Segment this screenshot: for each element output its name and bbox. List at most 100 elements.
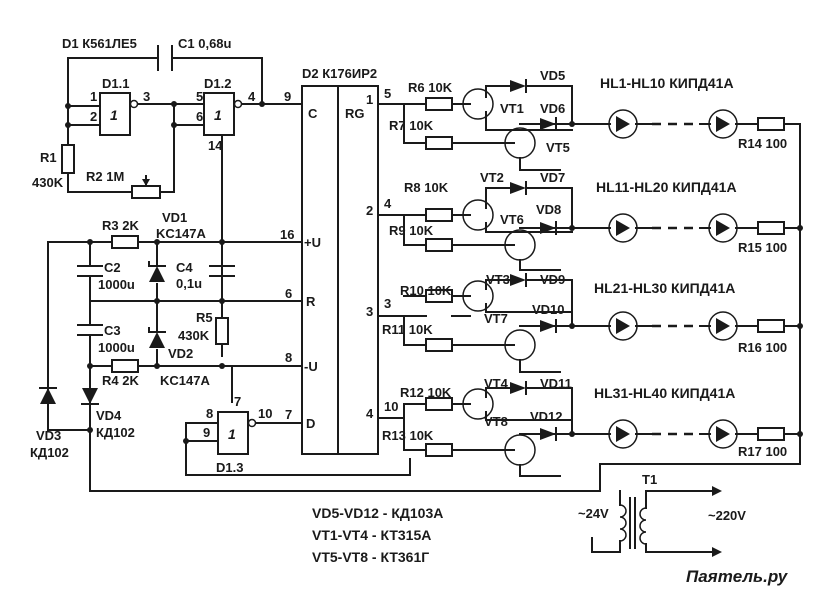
note-diodes: VD5-VD12 - КД103А (312, 505, 443, 521)
t1-primary-coil (639, 507, 647, 545)
junction (259, 101, 265, 107)
c1-wire (67, 57, 263, 105)
zener-vd1-bar (148, 261, 166, 267)
label-vd2-type: KC147A (160, 373, 210, 388)
led-hl20 (708, 213, 738, 243)
label-c3-value: 1000u (98, 340, 135, 355)
pin-9: 9 (284, 89, 291, 104)
register-rg: RG (345, 106, 365, 121)
label-220v: ~220V (708, 508, 746, 523)
label-ch1-rb: R7 10K (389, 118, 434, 133)
resistor-ra (425, 208, 453, 222)
zener-vd2-bar (148, 327, 166, 333)
d1-3-inverter-bubble (247, 418, 257, 428)
junction (219, 239, 225, 245)
resistor-r16 (757, 319, 785, 333)
capacitors-c2-c3 (77, 265, 103, 336)
r1-wires (67, 124, 133, 193)
led-hl1 (608, 109, 638, 139)
label-hl-group-1: HL1-HL10 КИПД41А (600, 75, 734, 91)
label-ch2-vtb: VT6 (500, 212, 524, 227)
led-hl21-arrow (616, 318, 630, 334)
pin-7: 7 (285, 407, 292, 422)
transformer-t1 (591, 463, 722, 557)
t1-core (629, 497, 636, 549)
pin-10: 10 (258, 406, 272, 421)
vtb-collector (519, 464, 561, 477)
gate-d1-3-symbol: 1 (228, 426, 236, 442)
gate-d1-1 (99, 92, 131, 136)
label-ch1-vtb: VT5 (546, 140, 570, 155)
label-ch4-vta: VT4 (484, 376, 509, 391)
led-hl31 (608, 419, 638, 449)
label-vd4-type: КД102 (96, 425, 135, 440)
register-outputs (377, 103, 405, 419)
pin-1: 1 (90, 89, 97, 104)
transistor-vta (462, 280, 494, 312)
diode-vda-wire (525, 79, 573, 93)
capacitor-c4 (209, 265, 235, 277)
d1-3-input-wire (185, 422, 411, 476)
label-c2-value: 1000u (98, 277, 135, 292)
label-ch3-vtb: VT7 (484, 311, 508, 326)
label-ch2-ra: R8 10K (404, 180, 449, 195)
label-ch3-vdb: VD10 (532, 302, 565, 317)
label-ch4-rl: R17 100 (738, 444, 787, 459)
label-d1-2: D1.2 (204, 76, 231, 91)
label-vd3: VD3 (36, 428, 61, 443)
label-ch1-vdb: VD6 (540, 101, 565, 116)
junction (797, 323, 803, 329)
label-vd1: VD1 (162, 210, 187, 225)
led-hl40-arrow (716, 426, 730, 442)
rb-wire (403, 214, 515, 246)
label-vd4: VD4 (96, 408, 122, 423)
led-hl10-arrow (716, 116, 730, 132)
pin-4: 4 (248, 89, 256, 104)
rb-wire (403, 103, 515, 144)
register-pin-minus-u: -U (304, 359, 318, 374)
pin-16: 16 (280, 227, 294, 242)
resistor-rb (425, 238, 453, 252)
pin-6: 6 (196, 109, 203, 124)
rb-wire (403, 315, 515, 346)
zener-vd1 (149, 266, 165, 282)
resistor-r5 (215, 317, 229, 345)
diode-vda-wire (525, 273, 573, 287)
resistor-rb (425, 443, 453, 457)
pin-2: 2 (90, 109, 97, 124)
transistor-wires (485, 279, 573, 313)
diode-vdb-wire (519, 427, 601, 441)
label-vd3-type: КД102 (30, 445, 69, 460)
label-ch3-rb: R11 10K (382, 322, 433, 337)
transistor-wires (485, 85, 573, 131)
resistor-ra (425, 97, 453, 111)
t1-secondary-bottom (591, 537, 621, 553)
label-r3: R3 2K (102, 218, 139, 233)
junction (219, 363, 225, 369)
label-ch2-vta: VT2 (480, 170, 504, 185)
register-pin-c: C (308, 106, 318, 121)
diode-vda (510, 274, 526, 286)
led-hl1-arrow (616, 116, 630, 132)
r2-wiper-arrow (142, 179, 150, 186)
diode-vda (510, 80, 526, 92)
vd3-lower (47, 405, 91, 431)
register-out-3: 3 (366, 304, 373, 319)
label-r5: R5 (196, 310, 213, 325)
label-ch2-vdb: VD8 (536, 202, 561, 217)
diode-vdb-wire (519, 221, 601, 235)
transistor-wires (485, 387, 573, 421)
junction (154, 239, 160, 245)
label-ch1-ra: R6 10K (408, 80, 453, 95)
junction (183, 438, 189, 444)
label-ch1-rl: R14 100 (738, 136, 787, 151)
led-hl11-arrow (616, 220, 630, 236)
label-ch2-vda: VD7 (540, 170, 565, 185)
diode-vda-wire (525, 181, 573, 195)
pin-6b: 6 (285, 286, 292, 301)
register-out-1: 1 (366, 92, 373, 107)
register-pin-plus-u: +U (304, 235, 321, 250)
resistor-rb (425, 136, 453, 150)
transistor-vta (462, 199, 494, 231)
